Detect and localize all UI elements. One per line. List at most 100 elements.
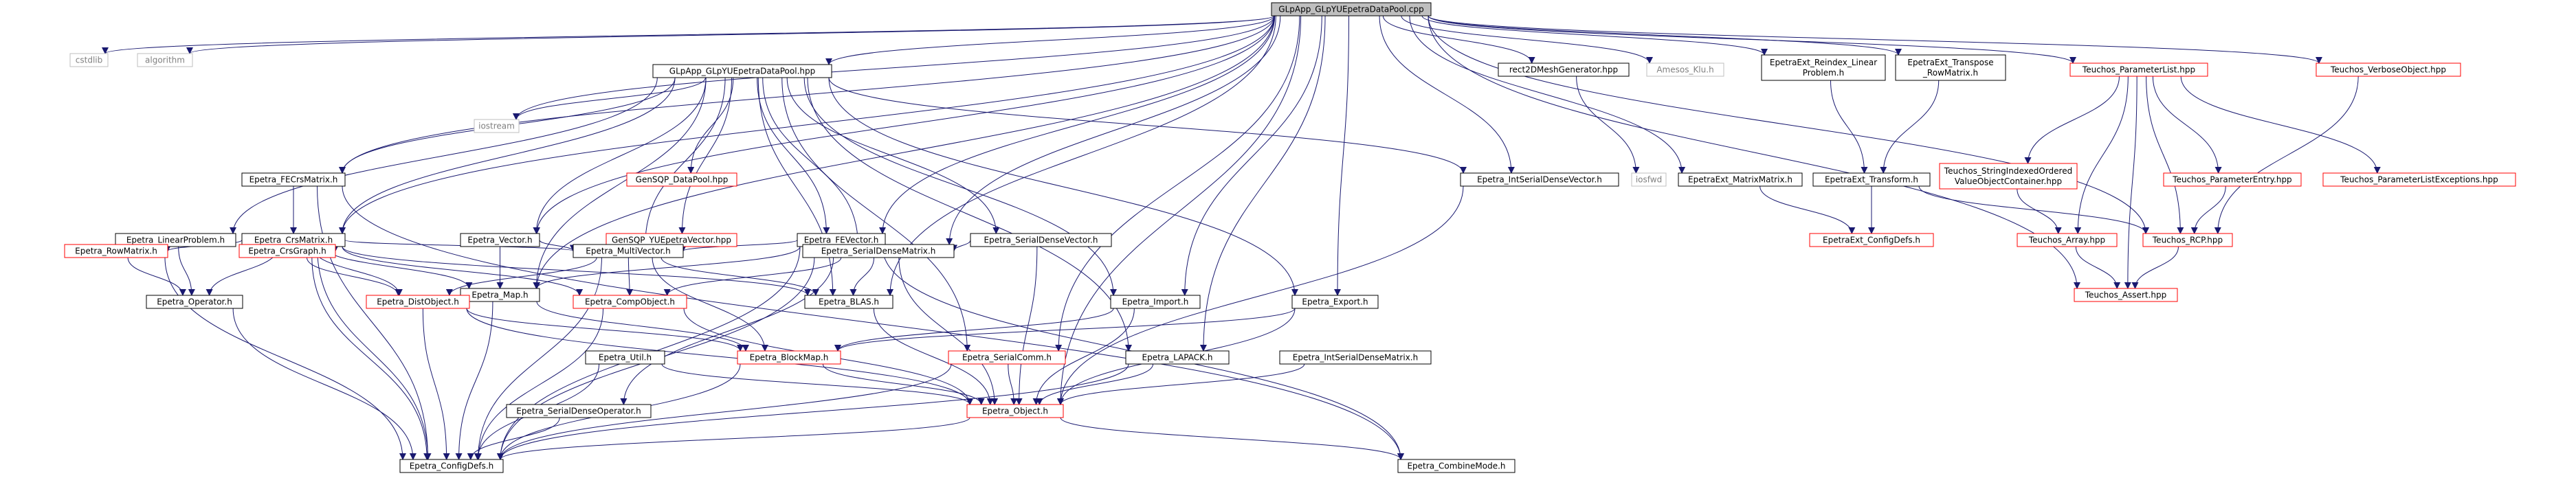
node-verbose[interactable]: Teuchos_VerboseObject.hpp [2316, 62, 2461, 77]
node-configdefs[interactable]: Epetra_ConfigDefs.h [399, 459, 504, 473]
node-tassert[interactable]: Teuchos_Assert.hpp [2074, 288, 2178, 302]
edge-hpp-to-export [828, 77, 1298, 296]
node-blas[interactable]: Epetra_BLAS.h [804, 295, 893, 309]
node-fecrs[interactable]: Epetra_FECrsMatrix.h [241, 172, 346, 187]
edge-hpp-to-blas [757, 77, 836, 296]
node-combinemode-box [1397, 459, 1515, 473]
node-import-box [1110, 295, 1201, 309]
node-sdv[interactable]: Epetra_SerialDenseVector.h [970, 233, 1112, 247]
node-transpose[interactable]: EpetraExt_Transpose_RowMatrix.h [1895, 54, 2006, 81]
node-extconfig-box [1809, 233, 1934, 247]
node-sdm[interactable]: Epetra_SerialDenseMatrix.h [802, 244, 955, 258]
node-crsgraph[interactable]: Epetra_CrsGraph.h [238, 244, 336, 258]
node-lapack-box [1125, 350, 1230, 365]
node-compobj[interactable]: Epetra_CompObject.h [573, 295, 687, 309]
edge-rcp-to-tassert [2131, 246, 2179, 289]
node-tassert-box [2074, 288, 2178, 302]
edge-transform-to-rcp [1918, 185, 2149, 234]
edge-hpp-to-crs [339, 77, 676, 234]
edge-crsgraph-to-distobj [307, 257, 402, 296]
node-tassert-label-0: Teuchos_Assert.hpp [2085, 291, 2166, 300]
node-lapack[interactable]: Epetra_LAPACK.h [1125, 350, 1230, 365]
node-serialcomm[interactable]: Epetra_SerialComm.h [948, 350, 1066, 365]
node-export-label-0: Epetra_Export.h [1302, 297, 1368, 307]
node-transform[interactable]: EpetraExt_Transform.h [1812, 172, 1931, 187]
node-sdop[interactable]: Epetra_SerialDenseOperator.h [506, 404, 652, 418]
edge-root-to-blas [887, 15, 1276, 296]
node-rowmatrix[interactable]: Epetra_RowMatrix.h [64, 244, 168, 258]
node-extconfig[interactable]: EpetraExt_ConfigDefs.h [1809, 233, 1934, 247]
node-combinemode[interactable]: Epetra_CombineMode.h [1397, 459, 1515, 473]
edge-crs-to-compobj [342, 246, 583, 296]
node-intsv[interactable]: Epetra_IntSerialDenseVector.h [1460, 172, 1619, 187]
edge-linprob-to-operator [178, 246, 195, 296]
node-crsgraph-label-0: Epetra_CrsGraph.h [248, 247, 326, 256]
node-import[interactable]: Epetra_Import.h [1110, 295, 1201, 309]
node-tarray[interactable]: Teuchos_Array.hpp [2017, 233, 2118, 247]
node-mmatrix[interactable]: EpetraExt_MatrixMatrix.h [1678, 172, 1803, 187]
node-combinemode-label-0: Epetra_CombineMode.h [1407, 462, 1505, 471]
node-iostream: iostream [474, 119, 520, 133]
node-intsdm[interactable]: Epetra_IntSerialDenseMatrix.h [1279, 350, 1432, 365]
node-iosfwd: iosfwd [1631, 172, 1667, 187]
node-plist[interactable]: Teuchos_ParameterList.hpp [2069, 62, 2208, 77]
node-blockmap[interactable]: Epetra_BlockMap.h [737, 350, 841, 365]
node-pentry[interactable]: Teuchos_ParameterEntry.hpp [2163, 172, 2302, 187]
node-linprob[interactable]: Epetra_LinearProblem.h [115, 233, 236, 247]
node-algorithm-label-0: algorithm [145, 56, 185, 65]
node-hpp[interactable]: GLpApp_GLpYUEpetraDataPool.hpp [652, 64, 832, 78]
node-sdm-label-0: Epetra_SerialDenseMatrix.h [821, 247, 936, 256]
edge-root-to-object [1057, 15, 1302, 405]
node-reindex[interactable]: EpetraExt_Reindex_LinearProblem.h [1761, 54, 1886, 81]
edge-compobj-to-configdefs [474, 308, 604, 460]
node-vector-label-0: Epetra_Vector.h [467, 236, 532, 245]
node-sdv-label-0: Epetra_SerialDenseVector.h [984, 236, 1098, 245]
edge-rowmatrix-to-operator [127, 257, 186, 296]
edge-root-to-map [533, 15, 1275, 289]
edge-multivec-to-distobj [445, 257, 597, 296]
node-multivec-label-0: Epetra_MultiVector.h [586, 247, 670, 256]
node-mmatrix-label-0: EpetraExt_MatrixMatrix.h [1688, 175, 1792, 185]
edge-object-to-configdefs [497, 417, 970, 460]
node-multivec[interactable]: Epetra_MultiVector.h [573, 244, 684, 258]
edge-root-to-lapack [1199, 15, 1326, 352]
node-object[interactable]: Epetra_Object.h [966, 404, 1064, 418]
edge-fevec-to-multivec [680, 240, 798, 252]
node-distobj[interactable]: Epetra_DistObject.h [366, 295, 470, 309]
edge-reindex-to-transform [1830, 80, 1868, 174]
node-root[interactable]: GLpApp_GLpYUEpetraDataPool.cpp [1271, 2, 1432, 16]
edge-root-to-fecrs [339, 15, 1275, 174]
node-hpp-box [652, 64, 832, 78]
node-object-box [966, 404, 1064, 418]
node-lapack-label-0: Epetra_LAPACK.h [1142, 353, 1213, 363]
node-gensqpyue[interactable]: GenSQP_YUEpetraVector.hpp [606, 233, 737, 247]
node-gensqpdp-label-0: GenSQP_DataPool.hpp [636, 175, 729, 185]
node-export[interactable]: Epetra_Export.h [1291, 295, 1379, 309]
edge-root-to-import [1181, 15, 1322, 296]
node-plistexc[interactable]: Teuchos_ParameterListExceptions.hpp [2322, 172, 2516, 187]
edge-map-to-blockmap [536, 301, 749, 352]
edge-verbose-to-rcp [2214, 76, 2359, 234]
edge-plist-to-strindexed [2024, 76, 2120, 164]
node-rect2d[interactable]: rect2DMeshGenerator.hpp [1498, 62, 1630, 77]
node-util[interactable]: Epetra_Util.h [585, 350, 665, 365]
edge-lapack-to-configdefs [497, 363, 1129, 460]
edge-hpp-to-map [533, 77, 707, 289]
node-rcp-label-0: Teuchos_RCP.hpp [2152, 236, 2223, 245]
node-crs[interactable]: Epetra_CrsMatrix.h [241, 233, 346, 247]
node-reindex-label-1: Problem.h [1803, 68, 1844, 78]
edge-root-to-iostream [513, 15, 1275, 120]
node-rcp[interactable]: Teuchos_RCP.hpp [2142, 233, 2233, 247]
edge-import-to-blockmap [834, 308, 1114, 352]
node-extconfig-label-0: EpetraExt_ConfigDefs.h [1823, 236, 1920, 245]
node-operator[interactable]: Epetra_Operator.h [146, 295, 243, 309]
node-tarray-label-0: Teuchos_Array.hpp [2028, 236, 2105, 245]
node-vector[interactable]: Epetra_Vector.h [460, 233, 540, 247]
node-fevec[interactable]: Epetra_FEVector.h [797, 233, 886, 247]
node-map[interactable]: Epetra_Map.h [460, 288, 540, 302]
node-fecrs-box [241, 172, 346, 187]
node-strindexed[interactable]: Teuchos_StringIndexedOrderedValueObjectC… [1939, 163, 2078, 190]
edge-multivec-to-configdefs [474, 257, 602, 460]
node-gensqpdp[interactable]: GenSQP_DataPool.hpp [626, 172, 737, 187]
edge-sdm-to-blas [850, 257, 875, 296]
